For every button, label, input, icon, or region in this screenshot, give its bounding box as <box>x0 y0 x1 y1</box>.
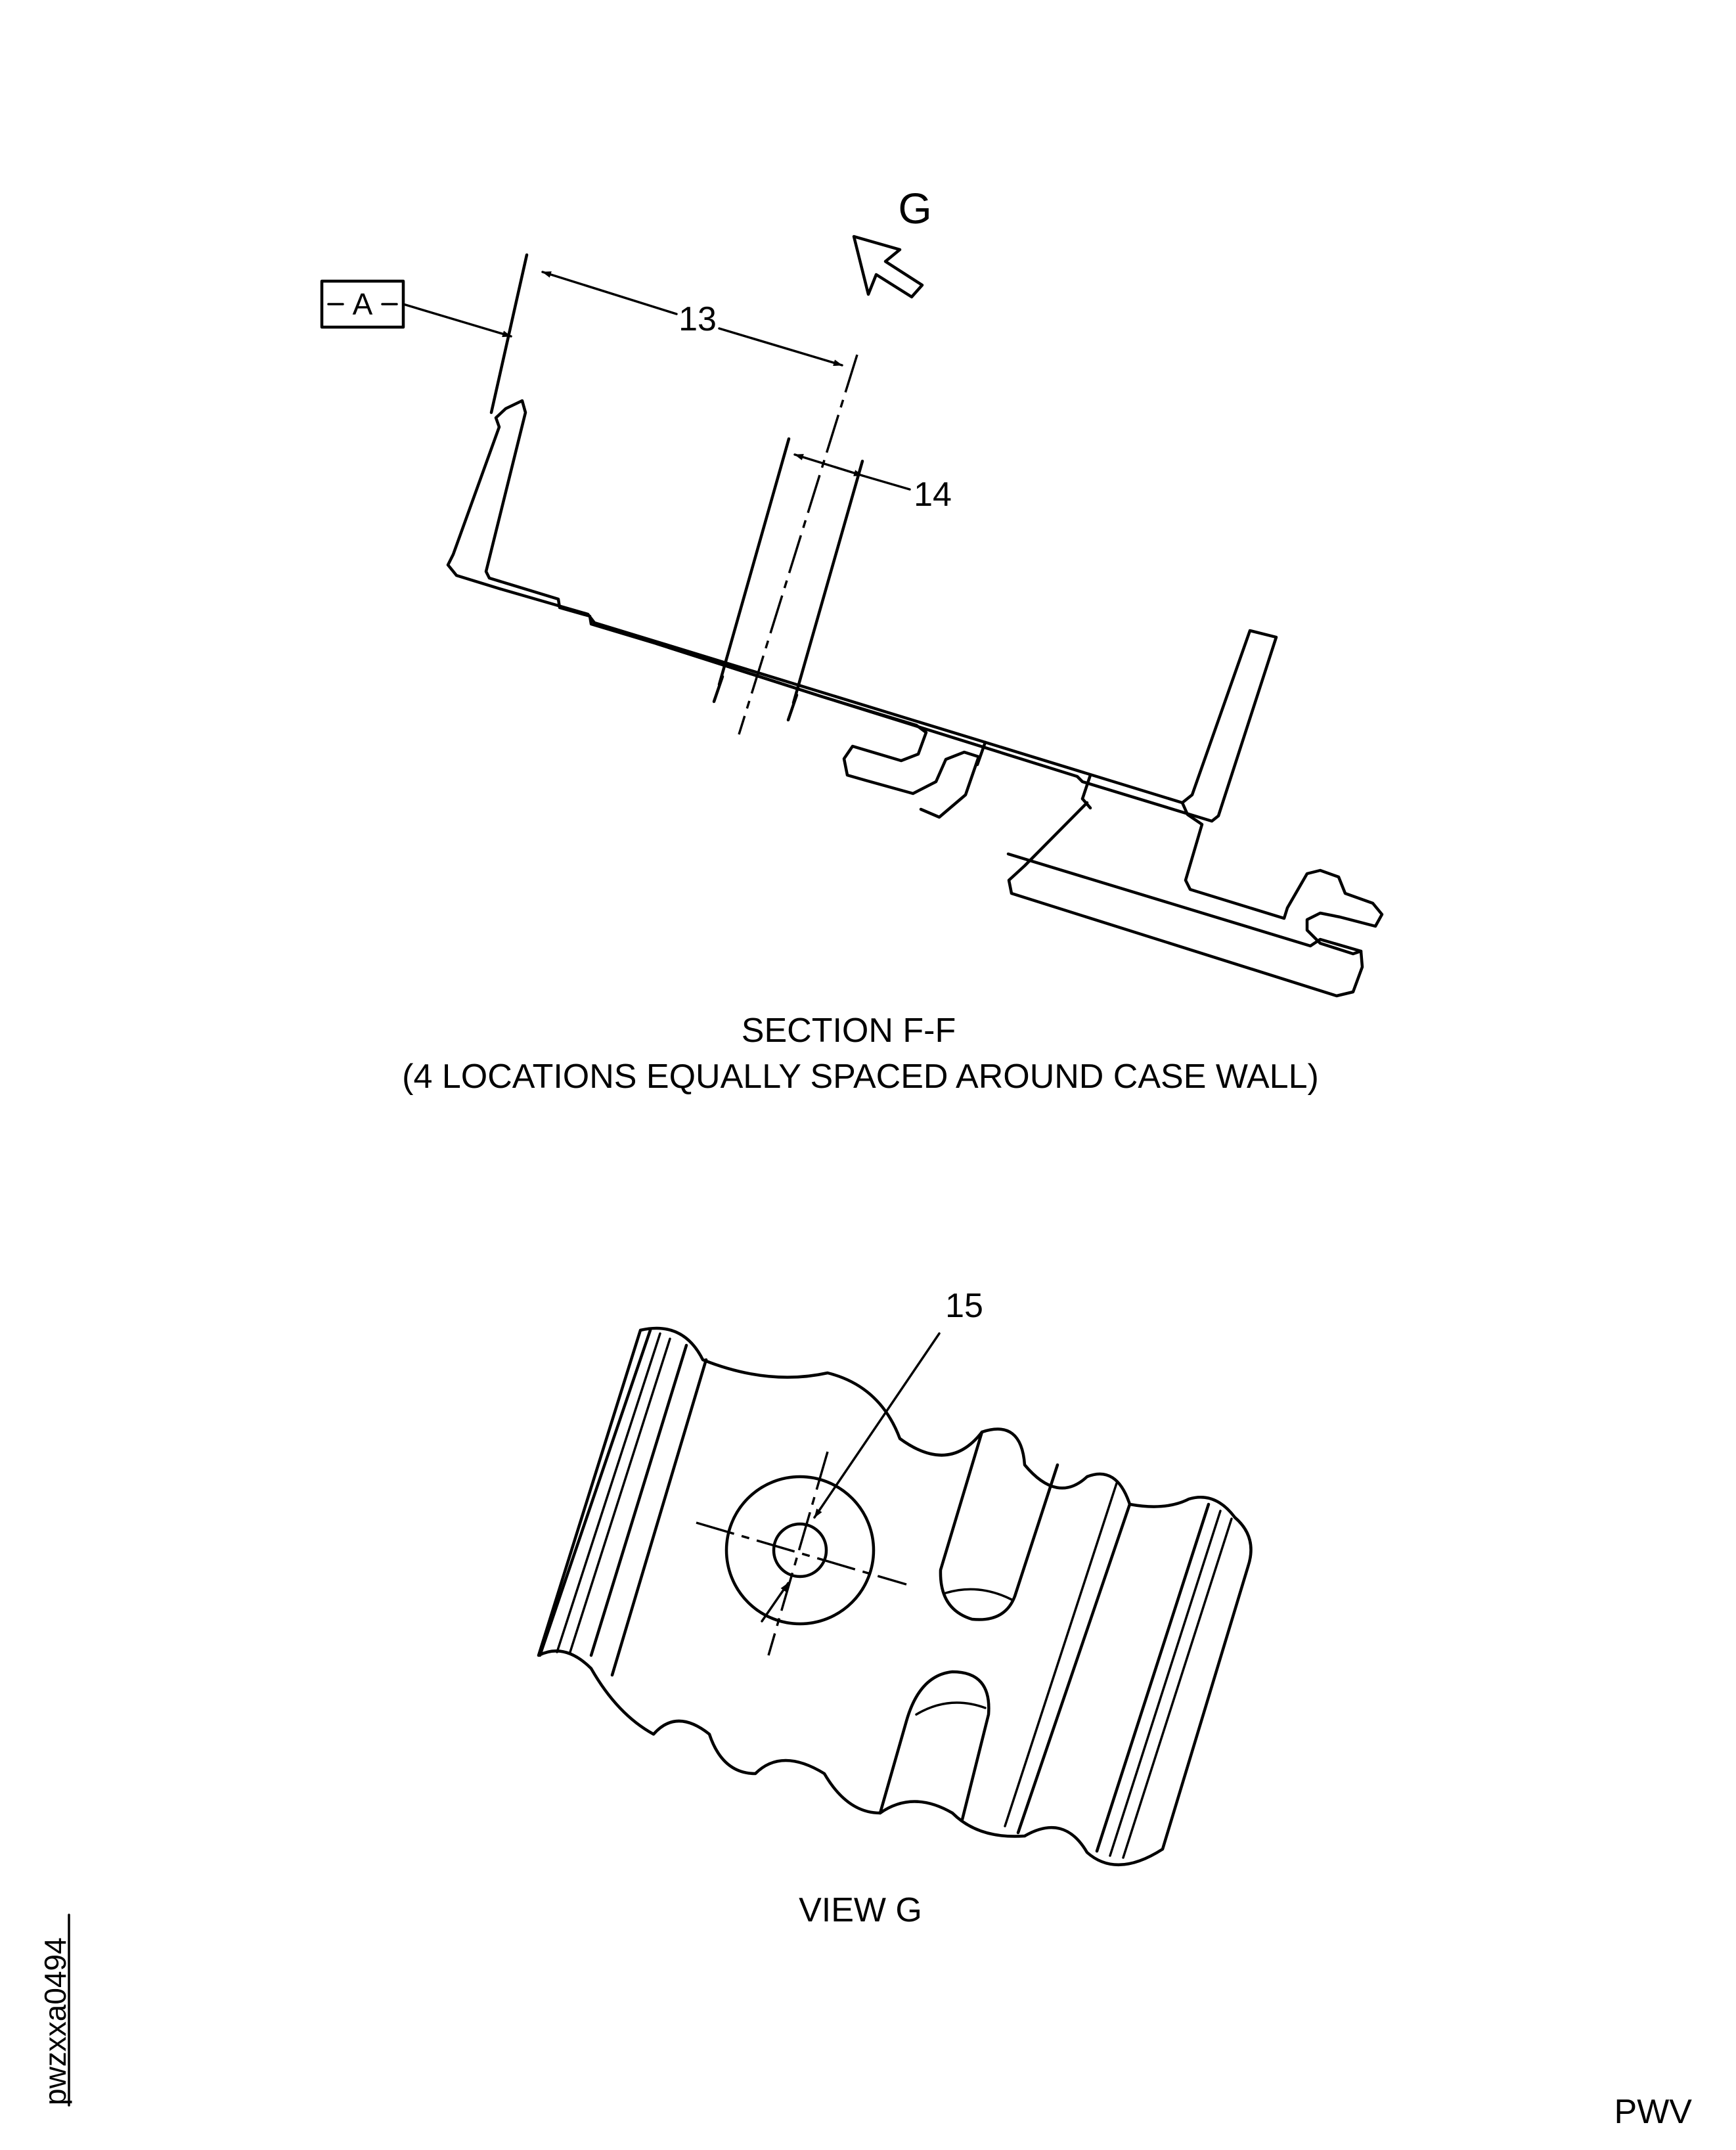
right-hook <box>1180 801 1384 956</box>
upper-slot <box>939 1430 1059 1621</box>
view-g-centerline-v <box>767 1451 829 1656</box>
lower-slot <box>878 1670 990 1822</box>
datum-label: A <box>353 287 373 321</box>
callout-15: 15 <box>945 1287 983 1325</box>
datum-leader <box>402 303 512 338</box>
dim-13-line-left <box>541 271 678 315</box>
dim-14-line <box>793 453 864 477</box>
datum-extension-line <box>489 253 529 414</box>
hole-circle <box>772 1522 828 1579</box>
view-g-centerline-h <box>696 1521 907 1586</box>
case-wall-profile <box>446 399 1278 823</box>
figure-id: pwzxxa0494 <box>38 1937 72 2105</box>
section-ff-subtitle: (4 LOCATIONS EQUALLY SPACED AROUND CASE … <box>402 1058 1319 1096</box>
dim-15-leader <box>813 1332 941 1519</box>
view-g-label: G <box>898 184 931 233</box>
hole-wall-right <box>791 459 864 705</box>
view-g-outline <box>537 1326 1253 1866</box>
view-g-title: VIEW G <box>799 1891 922 1929</box>
corner-code: PWV <box>1614 2093 1693 2131</box>
lower-flange <box>1006 801 1364 998</box>
callout-13: 13 <box>679 300 717 338</box>
section-ff-title: SECTION F-F <box>742 1012 956 1050</box>
hole-centerline <box>738 354 858 735</box>
view-g-drawing <box>537 1326 1253 1866</box>
section-ff-drawing: A 13 14 G <box>320 184 1384 998</box>
hole-wall-left <box>717 437 791 686</box>
dim-13-line-right <box>718 327 843 367</box>
callout-14: 14 <box>914 476 952 514</box>
view-g-arrow-icon <box>852 235 924 299</box>
datum-feature-box: A <box>320 279 405 329</box>
boss-outer-circle <box>724 1475 876 1626</box>
